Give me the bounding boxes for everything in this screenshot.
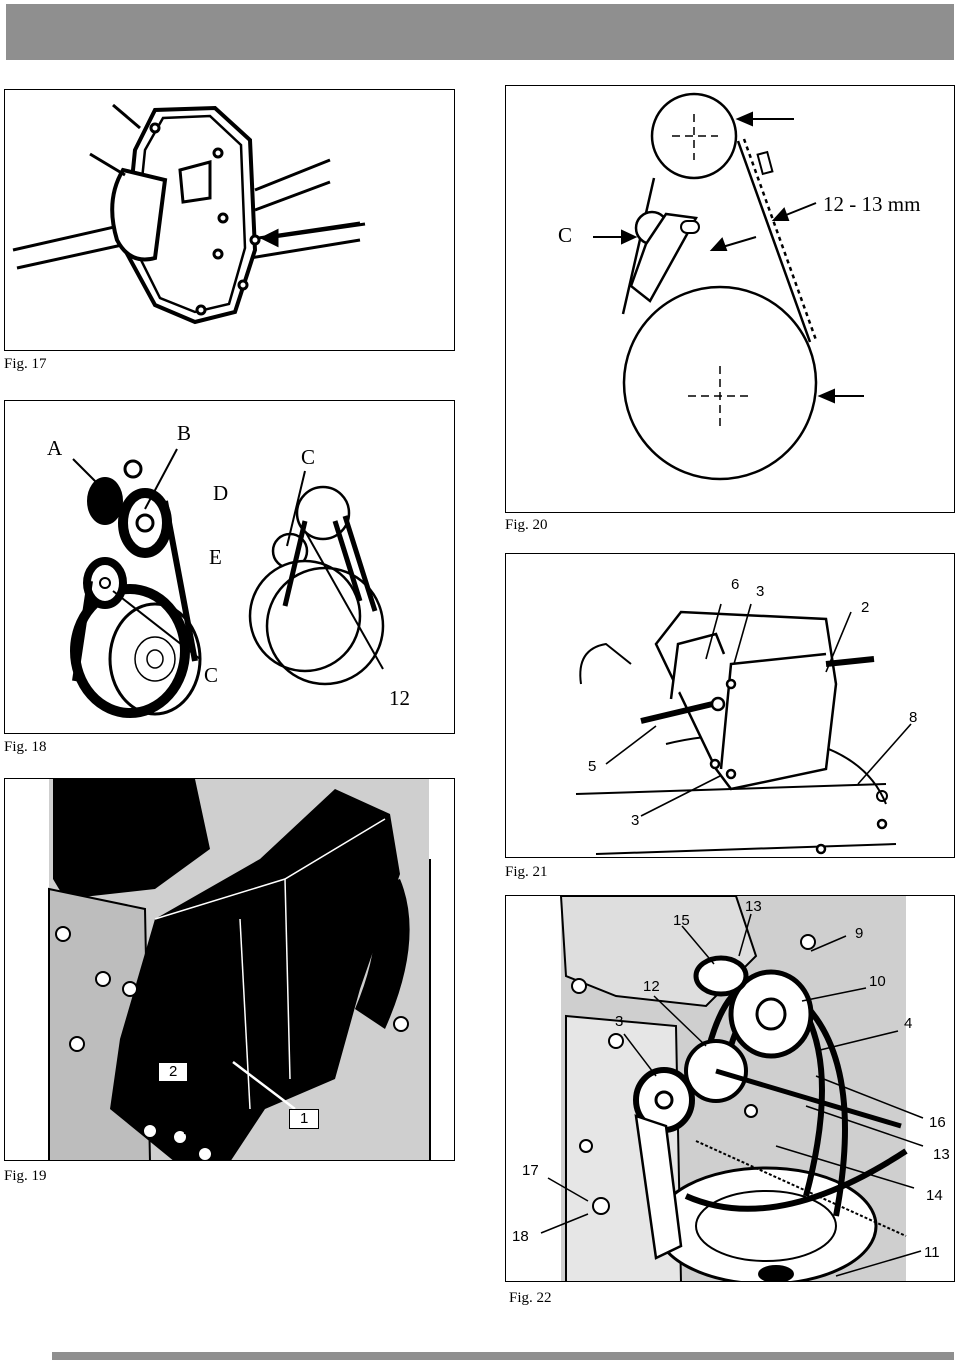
figure-21-label-5: 5 [588,758,597,775]
figure-18-label-c-upper: C [301,445,316,469]
figure-18-label-a: A [47,436,63,460]
figure-20-illustration [593,92,864,481]
figure-22-label-17: 17 [522,1162,539,1179]
figure-22-label-13: 13 [933,1146,950,1163]
figure-18-label-b: B [177,421,192,445]
figure-20-label-c: C [558,223,573,247]
figure-22-label-18: 18 [512,1228,529,1245]
figure-18-label-d: D [213,481,229,505]
figure-22-label-10: 10 [869,973,886,990]
figure-19-illustration [48,779,431,1160]
figure-21-caption: Fig. 21 [505,864,548,880]
figure-19-label-1: 1 [289,1109,320,1129]
figure-21-illustration [575,603,912,855]
figure-21-frame: 6 3 2 8 5 3 [505,553,955,858]
figure-22-label-4: 4 [904,1015,913,1032]
figure-21-label-8: 8 [909,709,918,726]
figure-22-label-14: 14 [926,1187,943,1204]
figure-21-label-3-top: 3 [756,583,765,600]
figure-22-label-3: 3 [615,1013,624,1030]
figure-19-label-2: 2 [158,1062,189,1082]
figure-17-illustration [12,103,366,325]
figure-18-illustration [70,448,385,718]
figure-18-label-c-lower: C [204,663,219,687]
figure-18-label-e: E [209,545,222,569]
figure-18-label-12: 12 [389,686,410,710]
figure-22-illustration [540,896,924,1281]
footer-bar [52,1352,954,1360]
figure-22-label-13-top: 13 [745,898,762,915]
figure-20-label-deflection: 12 - 13 mm [823,192,921,216]
figure-20-caption: Fig. 20 [505,517,548,533]
figure-22-frame: 15 13 9 12 10 3 4 16 13 17 14 18 11 [505,895,955,1282]
figure-17-caption: Fig. 17 [4,356,47,372]
figure-22-caption: Fig. 22 [509,1290,552,1306]
figure-18-frame: A B C D E C 12 [4,400,455,734]
figure-17-frame [4,89,455,351]
figure-22-label-9: 9 [855,925,864,942]
header-bar [6,4,954,60]
figure-19-frame: 2 1 [4,778,455,1161]
figure-22-label-16: 16 [929,1114,946,1131]
figure-18-caption: Fig. 18 [4,739,47,755]
figure-22-label-15: 15 [673,912,690,929]
figure-21-label-3-bottom: 3 [631,812,640,829]
figure-22-label-12: 12 [643,978,660,995]
figure-19-caption: Fig. 19 [4,1168,47,1184]
figure-20-frame: C 12 - 13 mm [505,85,955,513]
figure-22-label-11: 11 [924,1244,940,1261]
figure-21-label-6: 6 [731,576,740,593]
figure-21-label-2: 2 [861,599,870,616]
